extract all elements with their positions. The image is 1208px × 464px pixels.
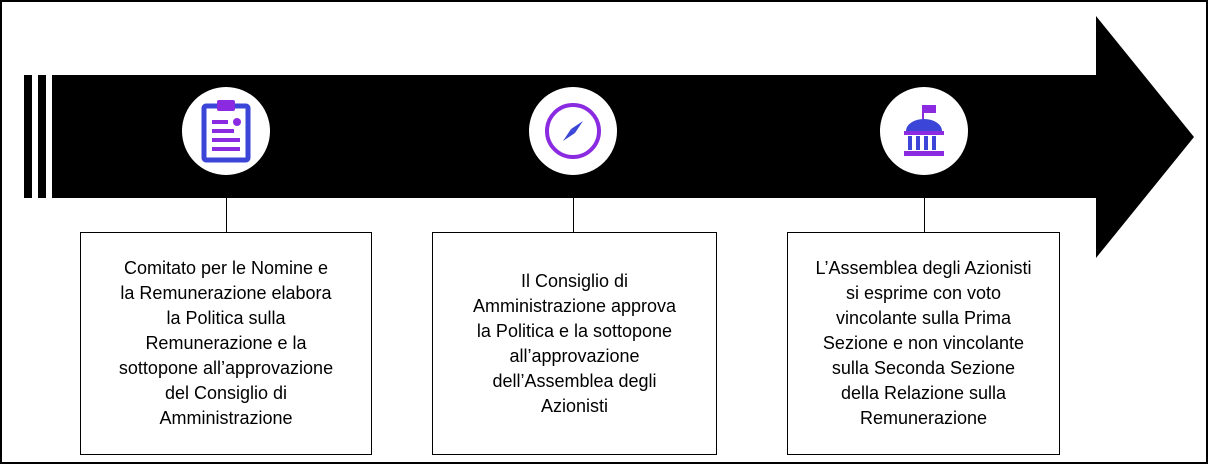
step-2-box: Il Consiglio di Amministrazione approva … [432,232,717,455]
step-3-box: L’Assemblea degli Azionisti si esprime c… [787,232,1060,455]
compass-icon [545,103,601,159]
arrow-tail-stripe [38,75,46,198]
clipboard-icon [201,100,251,163]
step-1-text: Comitato per le Nomine e la Remunerazion… [118,258,334,428]
step-1-box: Comitato per le Nomine e la Remunerazion… [80,232,372,455]
step-1-connector [226,175,227,232]
step-2-connector [573,175,574,232]
step-2-icon-circle [529,87,617,175]
step-3-icon-circle [880,87,968,175]
bank-building-icon [904,105,944,156]
step-2-text: Il Consiglio di Amministrazione approva … [472,270,677,416]
step-1-icon-circle [182,87,270,175]
arrow-tail-stripe [24,75,32,198]
arrow-body [52,16,1194,258]
step-3-text: L’Assemblea degli Azionisti si esprime c… [815,258,1032,428]
step-3-connector [924,175,925,232]
